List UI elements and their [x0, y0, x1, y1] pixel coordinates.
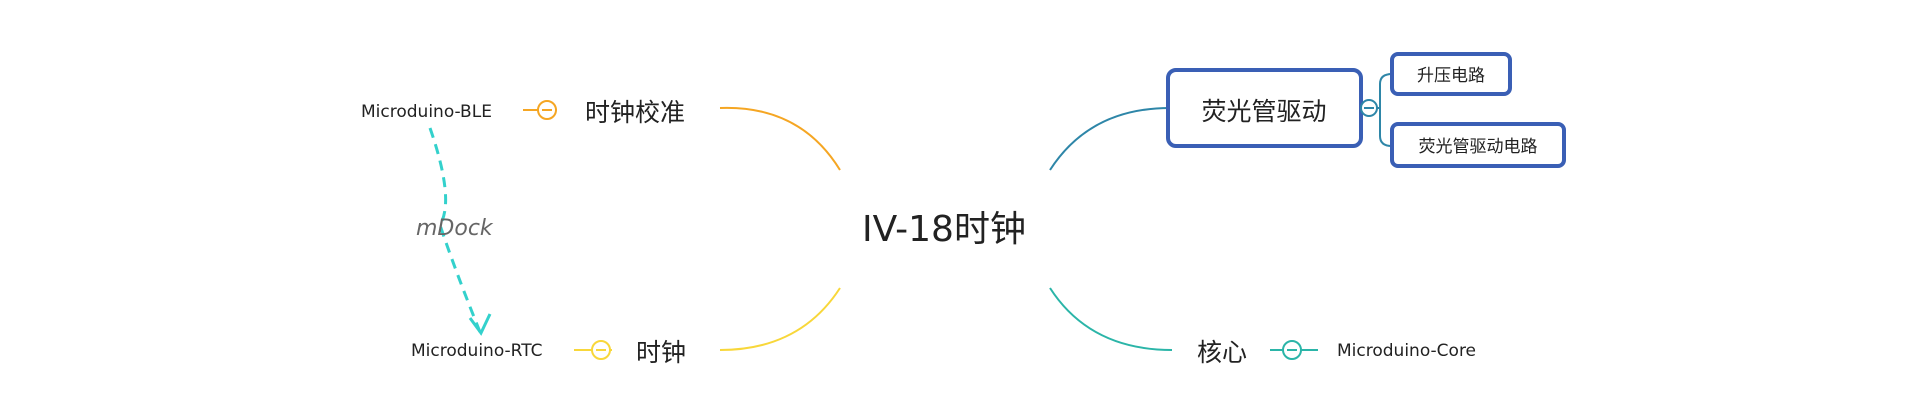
- edge-vfd-children: [1379, 73, 1393, 147]
- minus-circle-icon[interactable]: [591, 340, 611, 360]
- edge-center-clock: [719, 287, 841, 351]
- edge-center-core: [1049, 287, 1173, 351]
- subtopic-box-vfd-driver-circuit[interactable]: [1390, 122, 1566, 168]
- subtopic-box-boost-circuit[interactable]: [1390, 52, 1512, 96]
- minus-circle-icon[interactable]: [537, 100, 557, 120]
- subtopic-microduino-ble[interactable]: Microduino-BLE: [361, 102, 492, 122]
- subtopic-vfd-driver-circuit[interactable]: 荧光管驱动电路: [1419, 137, 1538, 157]
- relation-mdock-line: [428, 127, 482, 333]
- subtopic-microduino-core[interactable]: Microduino-Core: [1337, 341, 1476, 361]
- subtopic-microduino-rtc[interactable]: Microduino-RTC: [411, 341, 543, 361]
- relation-label-mdock[interactable]: mDock: [416, 216, 494, 241]
- minus-circle-icon[interactable]: [1282, 340, 1302, 360]
- central-topic[interactable]: IV-18时钟: [862, 209, 1026, 250]
- topic-core[interactable]: 核心: [1197, 338, 1247, 367]
- minus-circle-icon[interactable]: [1360, 99, 1378, 117]
- relation-arrow-icon: [468, 313, 492, 336]
- topic-vfd-driver[interactable]: 荧光管驱动: [1201, 97, 1326, 126]
- subtopic-boost-circuit[interactable]: 升压电路: [1417, 66, 1485, 86]
- edge-center-vfd: [1049, 107, 1171, 171]
- topic-clock[interactable]: 时钟: [636, 338, 686, 367]
- edge-center-calibration: [719, 106, 841, 171]
- topic-clock-calibration[interactable]: 时钟校准: [585, 98, 685, 127]
